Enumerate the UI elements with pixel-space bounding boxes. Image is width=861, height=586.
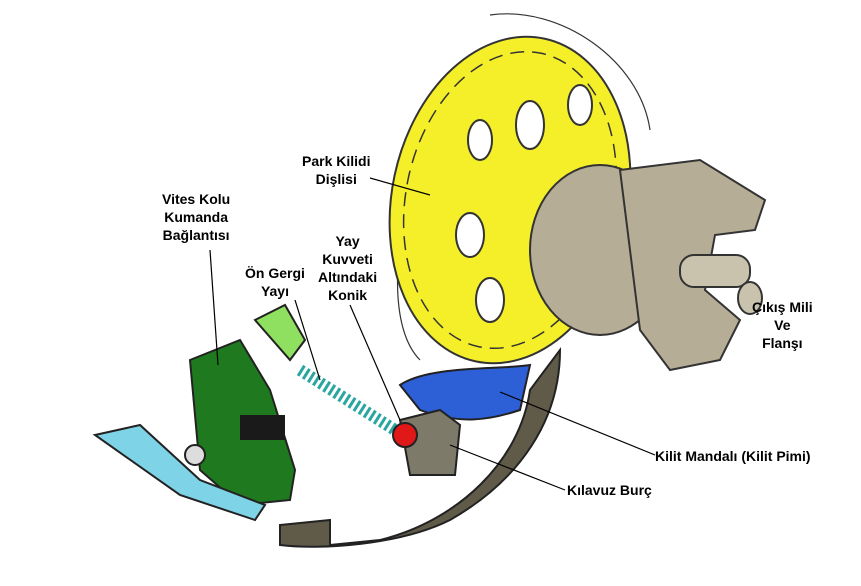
pre-tension-spring [296,364,399,436]
park-rod [279,346,562,548]
label-cone: Yay Kuvveti Altındaki Konik [318,232,377,304]
label-line: Ve [774,317,791,333]
output-shaft-flange [529,158,767,372]
label-line: Kumanda [164,209,228,225]
label-output-shaft: Çıkış Mili Ve Flanşı [752,298,813,352]
label-shift-link: Vites Kolu Kumanda Bağlantısı [162,190,230,244]
label-line: Altındaki [318,269,378,285]
label-line: Kuvveti [322,251,373,267]
manual-lever [92,423,267,522]
label-line: Park Kilidi [302,153,371,169]
label-pawl: Kilit Mandalı (Kilit Pimi) [655,448,811,464]
label-line: Dişlisi [315,171,357,187]
label-line: Konik [328,287,367,303]
label-pre-spring: Ön Gergi Yayı [245,264,305,300]
label-line: Çıkış Mili [752,299,813,315]
housing-outline [489,13,651,131]
label-line: Ön Gergi [245,265,305,281]
label-guide: Kılavuz Burç [567,482,652,498]
leader-lines [209,177,656,491]
label-line: Yay [335,233,360,249]
label-line: Yayı [260,283,289,299]
cone [392,422,418,448]
label-line: Flanşı [762,335,803,351]
guide-bushing [398,408,462,476]
label-park-gear: Park Kilidi Dişlisi [302,152,370,188]
label-line: Vites Kolu [162,191,231,207]
pawl [398,363,532,421]
label-line: Bağlantısı [162,227,230,243]
